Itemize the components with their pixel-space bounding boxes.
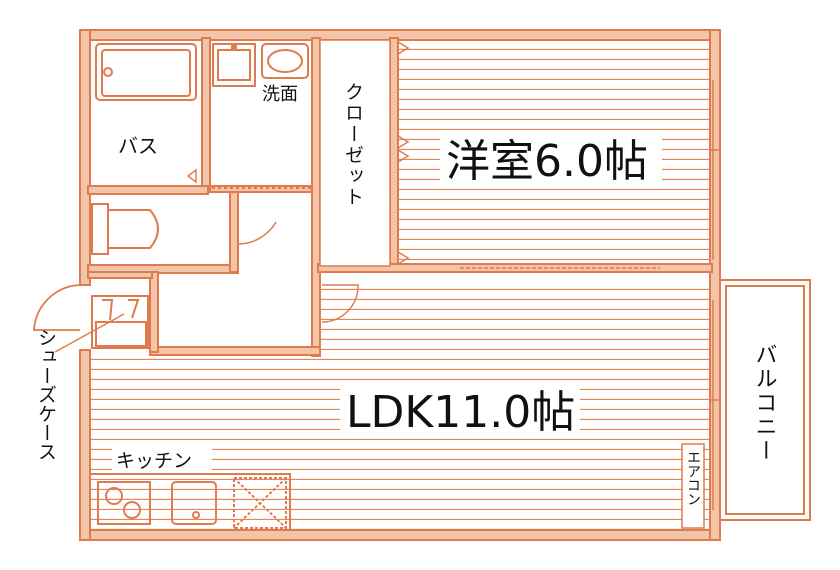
label-washroom: 洗面 xyxy=(262,84,298,105)
balcony-outline xyxy=(719,279,811,521)
label-closet: クローゼット xyxy=(342,82,364,208)
windows xyxy=(460,80,720,510)
label-aircon: エアコン xyxy=(685,450,701,506)
ldk-floor-lower xyxy=(88,355,713,530)
shoe-case-fixture xyxy=(91,295,149,349)
ldk-door xyxy=(321,284,359,323)
toilet xyxy=(91,203,159,255)
washroom-fixtures xyxy=(212,43,309,87)
ldk-floor xyxy=(320,280,713,355)
label-western-room: 洋室6.0帖 xyxy=(446,136,648,187)
label-balcony: バルコニー xyxy=(752,343,777,463)
toilet-door xyxy=(237,200,277,245)
entrance-door xyxy=(33,284,81,331)
aircon-unit xyxy=(681,443,705,529)
label-bath: バス xyxy=(118,134,158,158)
closet-interior xyxy=(319,39,391,267)
label-ldk: LDK11.0帖 xyxy=(346,387,575,438)
kitchen-counter xyxy=(89,473,291,531)
label-shoe-case: シューズケース xyxy=(35,328,57,461)
closet-doors xyxy=(397,41,410,265)
bathtub xyxy=(95,43,197,101)
outer-walls xyxy=(79,29,721,541)
label-kitchen: キッチン xyxy=(116,450,192,472)
